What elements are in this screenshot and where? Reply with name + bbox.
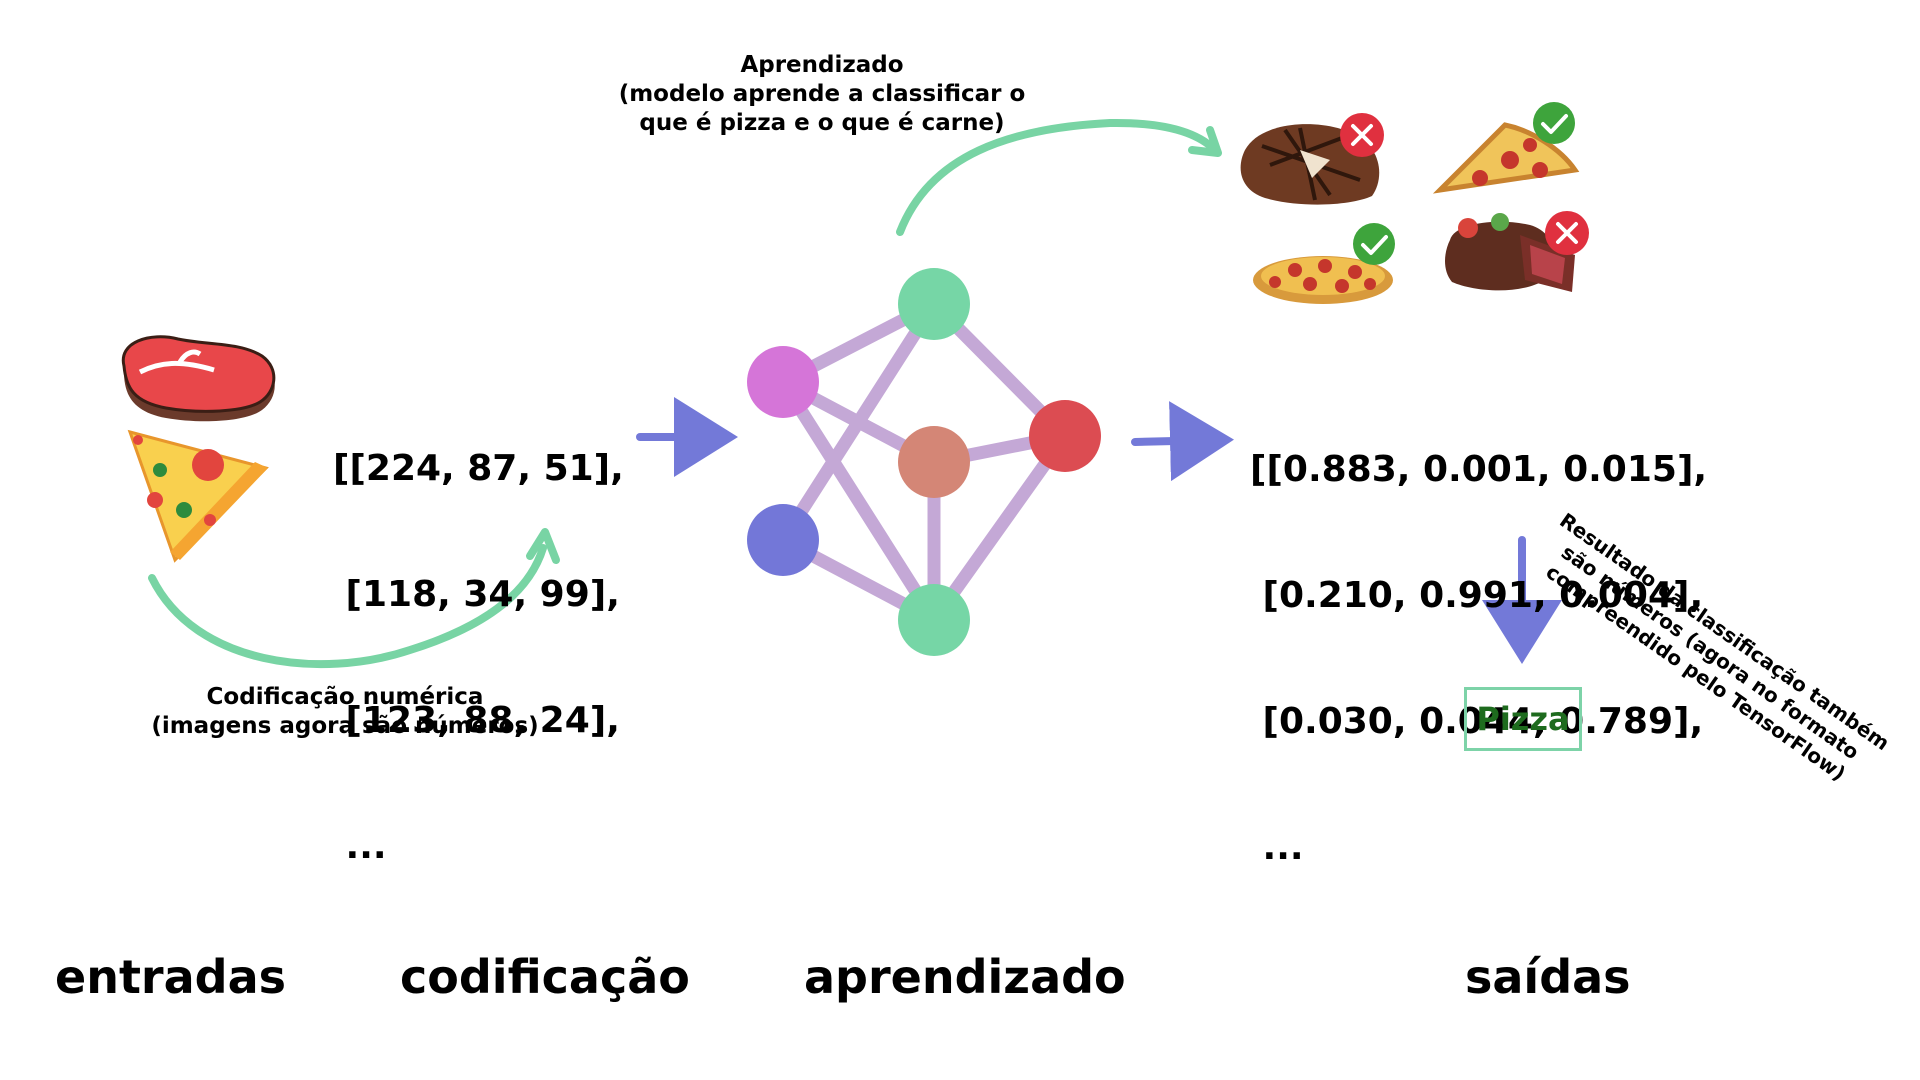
input-matrix-row: ...	[333, 826, 387, 867]
network-node-bottom	[898, 584, 970, 656]
encoding-arrow	[148, 528, 560, 669]
input-matrix-row: [[224, 87, 51],	[333, 448, 624, 489]
stage-label-outputs: saídas	[1465, 950, 1631, 1004]
learning-caption-line: que é pizza e o que é carne)	[639, 110, 1005, 136]
network-node-magenta	[747, 346, 819, 418]
learning-arrow	[896, 118, 1222, 236]
pizza-slice-icon	[127, 429, 269, 563]
result-pizza-slice-image	[1432, 122, 1580, 194]
output-matrix-row: [0.030, 0.044, 0.789],	[1250, 701, 1704, 742]
stage-label-inputs: entradas	[55, 950, 287, 1004]
input-matrix-row: [123, 88, 24],	[333, 700, 620, 741]
stage-label-encoding: codificação	[400, 950, 690, 1004]
input-matrix: [[224, 87, 51], [118, 34, 99], [123, 88,…	[333, 364, 624, 910]
encoding-caption-line: (imagens agora são números)	[151, 713, 539, 739]
learning-caption: Aprendizado (modelo aprende a classifica…	[582, 51, 1062, 138]
result-whole-pizza-image	[1253, 256, 1393, 304]
prediction-label: Pizza	[1464, 687, 1582, 751]
network-node-blue	[747, 504, 819, 576]
learning-caption-line: Aprendizado	[740, 52, 904, 78]
network-edge	[776, 297, 941, 547]
network-node-red	[1029, 400, 1101, 472]
result-sliced-steak-image	[1445, 213, 1575, 292]
cross-icon	[1545, 211, 1589, 255]
network-node-center	[898, 426, 970, 498]
output-matrix-row: ...	[1250, 827, 1304, 868]
check-icon	[1353, 223, 1395, 265]
learning-caption-line: (modelo aprende a classificar o	[618, 81, 1026, 107]
stage-label-learning: aprendizado	[804, 950, 1126, 1004]
network-to-output-arrow	[1131, 401, 1234, 482]
network-edge	[776, 375, 941, 627]
network-edge	[927, 429, 1072, 627]
cross-icon	[1340, 113, 1384, 157]
steak-icon	[121, 335, 276, 422]
output-matrix-row: [[0.883, 0.001, 0.015],	[1250, 449, 1708, 490]
check-icon	[1533, 102, 1575, 144]
encoding-caption: Codificação numérica (imagens agora são …	[120, 683, 570, 741]
output-matrix: [[0.883, 0.001, 0.015], [0.210, 0.991, 0…	[1250, 365, 1707, 911]
encoding-caption-line: Codificação numérica	[206, 684, 484, 710]
network-node-top	[898, 268, 970, 340]
input-matrix-row: [118, 34, 99],	[333, 574, 620, 615]
output-matrix-row: [0.210, 0.991, 0.004],	[1250, 575, 1704, 616]
